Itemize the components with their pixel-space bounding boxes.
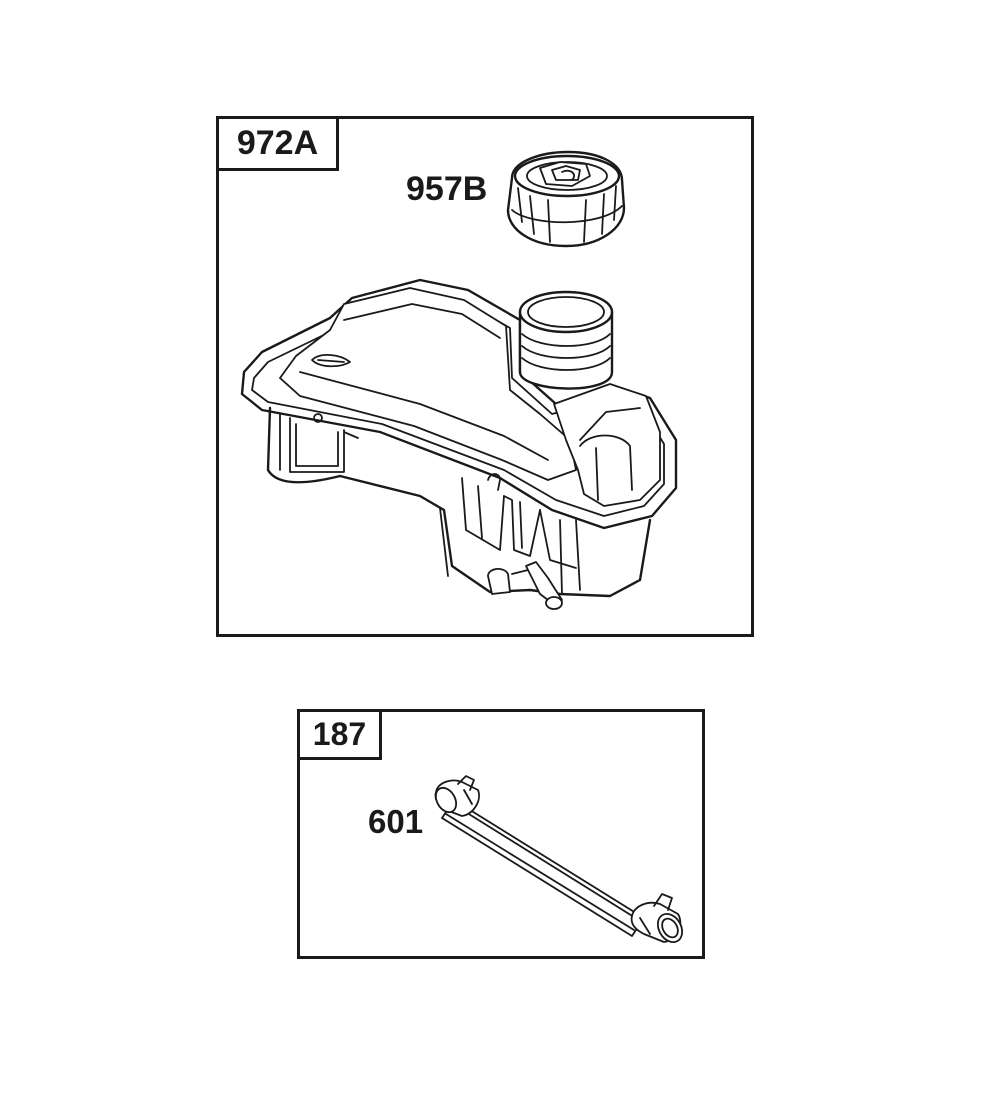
fuel-line-icon xyxy=(434,775,684,944)
part-callout-957b: 957B xyxy=(406,170,488,208)
kit-number-tag: 187 xyxy=(300,712,382,760)
fuel-cap-icon xyxy=(506,150,626,248)
fuel-tank-icon xyxy=(240,278,678,610)
part-callout-601: 601 xyxy=(368,803,424,840)
kit-number-tag: 972A xyxy=(219,119,339,171)
